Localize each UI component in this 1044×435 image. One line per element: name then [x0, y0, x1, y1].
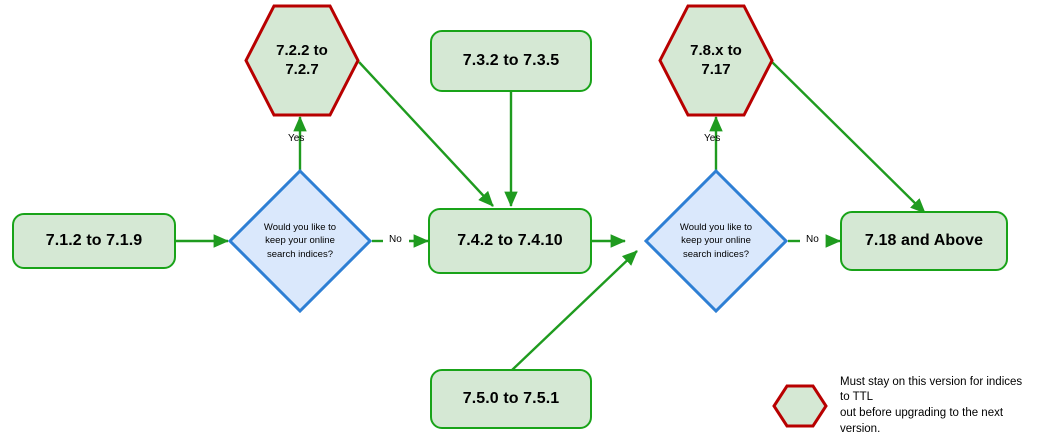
node-label: 7.1.2 to 7.1.9	[45, 232, 143, 249]
node-7-18-and-above[interactable]: 7.18 and Above	[840, 211, 1008, 271]
edge-label-no-2: No	[806, 234, 819, 245]
node-label: Would you like to keep your online searc…	[263, 222, 337, 260]
node-label: 7.5.0 to 7.5.1	[462, 390, 560, 407]
edge-label-yes-2: Yes	[704, 133, 721, 144]
node-label: 7.8.x to 7.17	[690, 41, 742, 78]
node-7-4-2-to-7-4-10[interactable]: 7.4.2 to 7.4.10	[428, 208, 592, 274]
node-label: 7.3.2 to 7.3.5	[462, 52, 560, 69]
node-label: 7.2.2 to 7.2.7	[276, 41, 328, 78]
hexagon-shape-icon	[658, 4, 774, 117]
edge-label-no-1: No	[389, 234, 402, 245]
node-decision-keep-indices-2[interactable]: Would you like to keep your online searc…	[644, 169, 788, 313]
node-7-2-2-to-7-2-7[interactable]: 7.2.2 to 7.2.7	[244, 4, 360, 117]
node-label: 7.18 and Above	[864, 232, 984, 249]
legend-hexagon-icon	[772, 384, 828, 428]
edge-label-yes-1: Yes	[288, 133, 305, 144]
node-label: 7.4.2 to 7.4.10	[457, 232, 563, 249]
legend: Must stay on this version for indices to…	[772, 376, 1034, 435]
diamond-shape-icon	[228, 169, 372, 313]
diamond-shape-icon	[644, 169, 788, 313]
node-7-1-2-to-7-1-9[interactable]: 7.1.2 to 7.1.9	[12, 213, 176, 269]
node-7-3-2-to-7-3-5[interactable]: 7.3.2 to 7.3.5	[430, 30, 592, 92]
node-label: Would you like to keep your online searc…	[679, 222, 753, 260]
node-7-5-0-to-7-5-1[interactable]: 7.5.0 to 7.5.1	[430, 369, 592, 429]
hexagon-shape-icon	[244, 4, 360, 117]
node-7-8-x-to-7-17[interactable]: 7.8.x to 7.17	[658, 4, 774, 117]
node-decision-keep-indices-1[interactable]: Would you like to keep your online searc…	[228, 169, 372, 313]
edge-7-8-x-to-7-18	[771, 61, 926, 214]
legend-text: Must stay on this version for indices to…	[840, 375, 1023, 435]
